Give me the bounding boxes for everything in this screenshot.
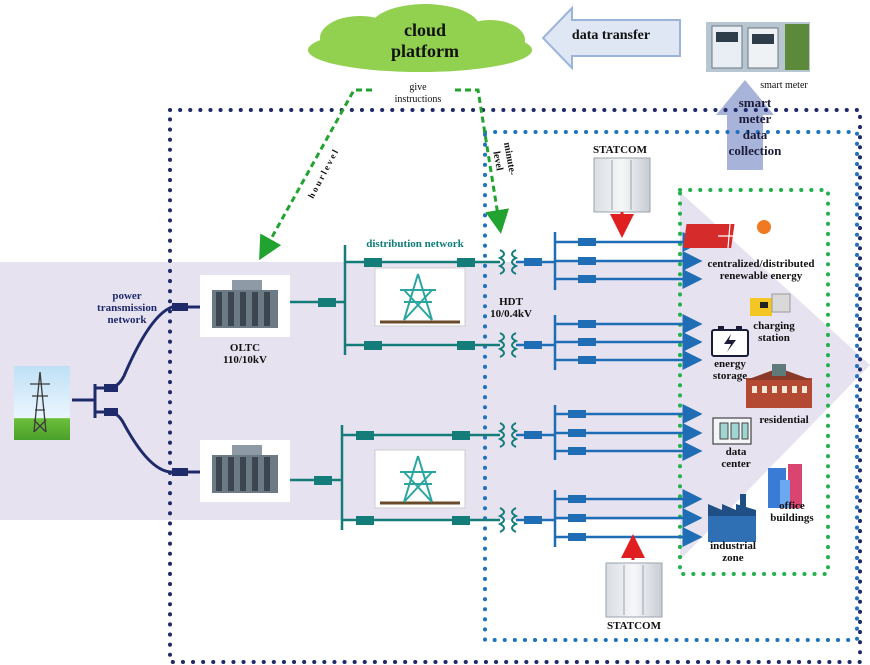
storage-label: energy storage	[702, 358, 758, 382]
charging-station-icon	[750, 293, 791, 316]
smart-meter-upward-arrow	[716, 80, 774, 170]
statcom-top-label: STATCOM	[593, 144, 647, 156]
statcom-cabinet-icon	[605, 562, 663, 618]
breaker-symbols	[314, 258, 475, 525]
hdt-l1: HDT	[499, 296, 523, 308]
office-buildings-icon	[768, 464, 802, 508]
navy-dotted-boundary	[168, 108, 862, 664]
battery-icon	[711, 326, 749, 357]
data-transfer-arrow	[541, 5, 681, 71]
cloud-icon	[308, 4, 532, 72]
hdt-label: HDT 10/0.4kV	[476, 296, 546, 320]
storage-l2: storage	[712, 370, 748, 382]
storage-l1: energy	[714, 358, 746, 370]
distribution-network-label: distribution network	[366, 238, 464, 250]
industrial-label: industrial zone	[700, 540, 766, 564]
hdt-l2: 10/0.4kV	[490, 308, 532, 320]
cloud-platform-label: cloud platform	[360, 20, 490, 62]
cloud-line1: cloud	[403, 20, 446, 40]
data-center-icon	[712, 417, 752, 445]
industrial-l2: zone	[722, 552, 744, 564]
data-transfer-label: data transfer	[571, 28, 651, 43]
power-transmission-label: power transmission network	[82, 290, 172, 326]
datacenter-l2: center	[721, 458, 751, 470]
give-l2: instructions	[394, 94, 442, 105]
minute-level-instruction-arrow	[455, 88, 510, 234]
give-l1: give	[409, 82, 427, 93]
office-l1: office	[779, 500, 805, 512]
office-l2: buildings	[770, 512, 814, 524]
residential-building-icon	[746, 364, 812, 408]
collection-l4: collection	[728, 143, 782, 158]
charging-l2: station	[758, 332, 790, 344]
datacenter-l1: data	[725, 446, 747, 458]
hdt-transformer-symbols	[497, 249, 519, 533]
green-dotted-boundary	[678, 188, 830, 576]
smart-meter-icon	[706, 22, 810, 72]
charging-label: charging station	[744, 320, 804, 344]
pt-l3: network	[107, 314, 147, 326]
transmission-tower-icon	[14, 366, 70, 440]
oltc-label: OLTC 110/10kV	[210, 342, 280, 366]
industrial-l1: industrial	[710, 540, 756, 552]
transformer-icon	[200, 275, 290, 337]
smart-meter-label: smart meter	[760, 80, 808, 91]
transformer-icon	[200, 440, 290, 502]
renewable-label: centralized/distributed renewable energy	[696, 258, 826, 282]
collection-l1: smart	[738, 95, 772, 110]
oltc-l2: 110/10kV	[222, 354, 267, 366]
collection-l2: meter	[738, 111, 772, 126]
statcom-cabinet-icon	[593, 157, 651, 213]
charging-l1: charging	[753, 320, 795, 332]
pt-l2: transmission	[97, 302, 157, 314]
smart-meter-collection-label: smart meter data collection	[720, 95, 790, 159]
blue-dotted-boundary	[483, 130, 859, 642]
lv-breakers	[524, 238, 596, 541]
renewable-l2: renewable energy	[719, 270, 803, 282]
residential-label: residential	[759, 414, 809, 426]
transmission-tower-icon	[374, 449, 466, 509]
cloud-line2: platform	[391, 41, 459, 61]
pt-l1: power	[112, 290, 142, 302]
hour-level-instruction-arrow	[259, 88, 372, 261]
datacenter-label: data center	[708, 446, 764, 470]
oltc-l1: OLTC	[229, 342, 261, 354]
statcom-bottom-label: STATCOM	[607, 620, 661, 632]
office-label: office buildings	[760, 500, 824, 524]
transmission-tower-icon	[374, 267, 466, 327]
give-instructions-label: give instructions	[380, 82, 456, 106]
factory-icon	[708, 494, 756, 542]
renewable-l1: centralized/distributed	[707, 258, 815, 270]
collection-l3: data	[742, 127, 768, 142]
solar-panel-icon	[683, 220, 771, 249]
